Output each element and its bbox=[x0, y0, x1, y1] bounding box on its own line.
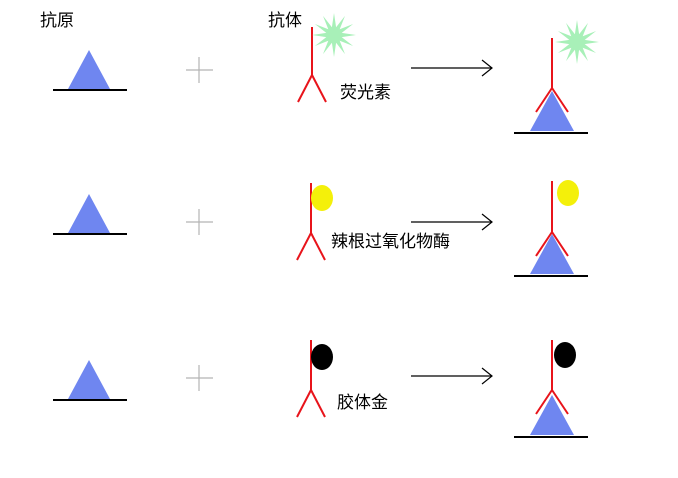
antibody-y-icon bbox=[296, 183, 326, 261]
product-antigen-triangle-icon bbox=[530, 91, 574, 131]
product-antibody-y-icon bbox=[535, 340, 569, 415]
fluorescein-star-icon bbox=[312, 13, 356, 57]
label-row-1: 荧光素 bbox=[340, 83, 391, 103]
fluorescein-star-icon bbox=[555, 20, 599, 64]
antibody-y-icon bbox=[297, 27, 327, 103]
diagram-row-3 bbox=[53, 340, 588, 438]
hrp-circle-icon bbox=[557, 180, 579, 206]
antigen-header: 抗原 bbox=[40, 11, 74, 31]
arrow-head-icon bbox=[481, 367, 493, 385]
antibody-y-icon bbox=[296, 340, 326, 418]
hrp-circle-icon bbox=[311, 185, 333, 211]
product-antigen-triangle-icon bbox=[530, 395, 574, 435]
arrow-head-icon bbox=[481, 213, 493, 231]
colloidal-gold-circle-icon bbox=[554, 342, 576, 368]
product-antigen-triangle-icon bbox=[530, 234, 574, 274]
label-row-2: 辣根过氧化物酶 bbox=[331, 232, 450, 252]
label-row-3: 胶体金 bbox=[337, 393, 388, 413]
diagram-row-2 bbox=[53, 180, 588, 277]
diagram-row-1 bbox=[53, 13, 599, 134]
antibody-header: 抗体 bbox=[268, 11, 302, 31]
antigen-triangle-icon bbox=[68, 360, 110, 399]
product-antibody-y-icon bbox=[535, 181, 569, 257]
product-antibody-y-icon bbox=[535, 38, 569, 113]
colloidal-gold-circle-icon bbox=[311, 344, 333, 370]
antigen-triangle-icon bbox=[68, 194, 110, 233]
antigen-triangle-icon bbox=[68, 50, 110, 89]
arrow-head-icon bbox=[481, 59, 493, 77]
